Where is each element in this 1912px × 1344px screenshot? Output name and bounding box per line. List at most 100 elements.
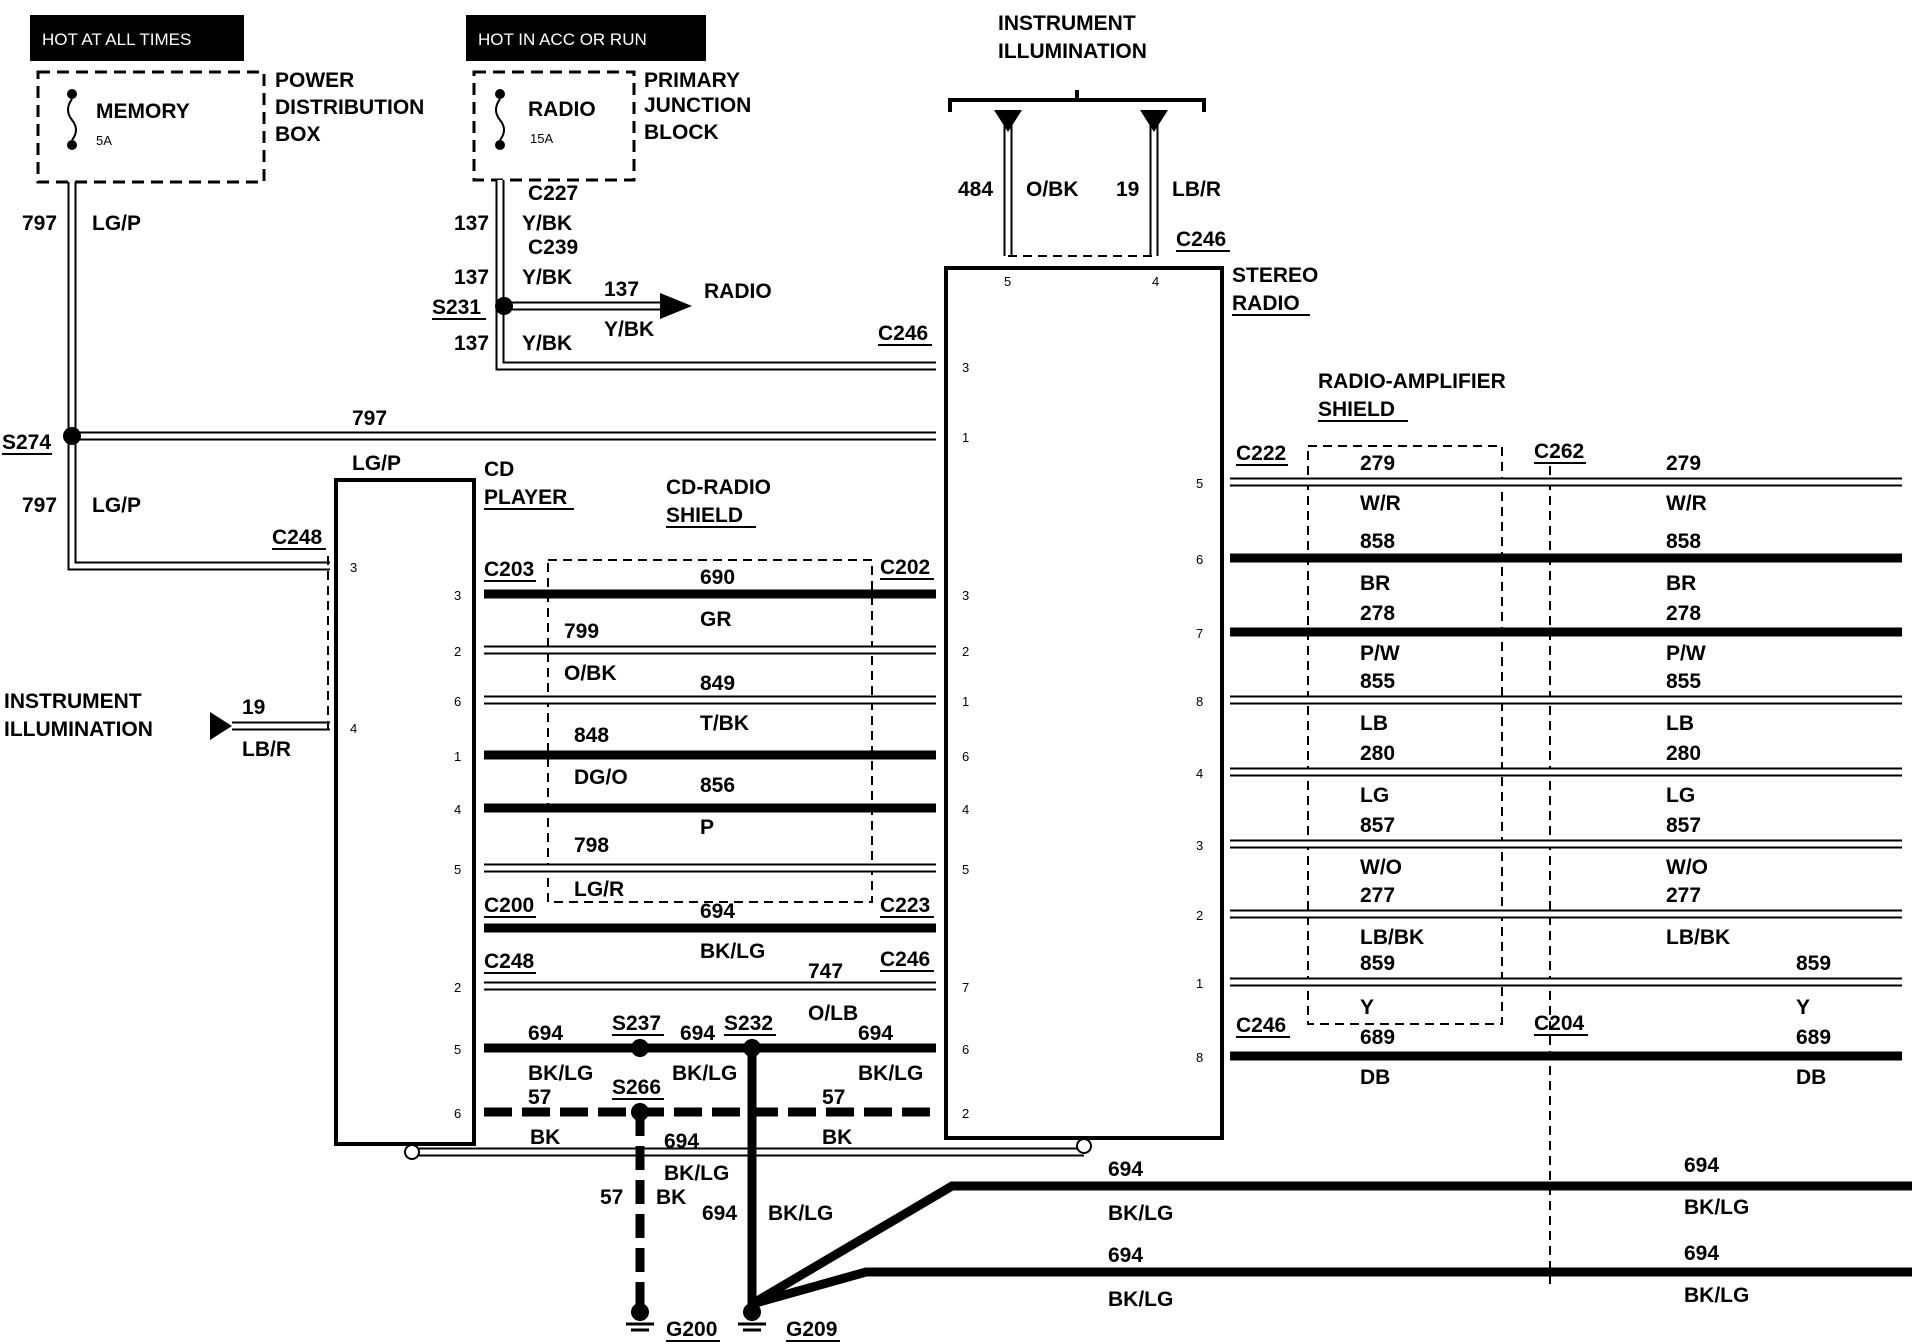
color-bklg-label: BK/LG	[1684, 1196, 1749, 1219]
circuit-57-label: 57	[822, 1086, 845, 1109]
pin-number: 6	[454, 694, 461, 709]
circuit-694-label: 694	[1684, 1242, 1719, 1265]
pin-number: 2	[962, 1106, 969, 1121]
splice-s237	[631, 1039, 649, 1057]
splice-s231	[495, 297, 513, 315]
pin-number: 2	[454, 980, 461, 995]
circuit-57-label: 57	[600, 1186, 623, 1209]
color-tbk-label: T/BK	[700, 712, 749, 735]
circuit-278-label: 278	[1360, 602, 1395, 625]
connector-c248-label: C248	[484, 950, 535, 973]
connector-c204-label: C204	[1534, 1012, 1585, 1035]
circuit-137-label: 137	[454, 266, 489, 289]
cd-player-label-2: PLAYER	[484, 486, 567, 509]
circuit-855-label: 855	[1360, 670, 1395, 693]
splice-s274-label: S274	[2, 431, 51, 454]
color-obk-label: O/BK	[1026, 178, 1079, 201]
stereo-radio-label-1: STEREO	[1232, 264, 1318, 287]
color-lg-label: LG	[1360, 784, 1389, 807]
fuse-terminal	[495, 89, 505, 99]
color-ybk-label: Y/BK	[522, 332, 572, 355]
fuse-terminal	[495, 140, 505, 150]
pin-number: 3	[962, 588, 969, 603]
connector-c222-label: C222	[1236, 442, 1286, 465]
splice-s232-label: S232	[724, 1012, 773, 1035]
color-lgp-label: LG/P	[352, 452, 401, 475]
pin-number: 3	[962, 360, 969, 375]
circuit-484-label: 484	[958, 178, 993, 201]
pin-number: 4	[962, 802, 969, 817]
color-wo-label: W/O	[1666, 856, 1708, 879]
cd-radio-wires	[484, 589, 936, 1117]
circuit-848-label: 848	[574, 724, 609, 747]
ground-drops	[635, 1048, 1912, 1309]
radio-fuse-rating: 15A	[530, 131, 553, 146]
memory-fuse-icon	[67, 98, 77, 141]
pin-number: 3	[1196, 838, 1203, 853]
circuit-799-label: 799	[564, 620, 599, 643]
color-bk-label: BK	[530, 1126, 560, 1149]
color-db-label: DB	[1360, 1066, 1390, 1089]
color-y-label: Y	[1796, 996, 1810, 1019]
circuit-57-label: 57	[528, 1086, 551, 1109]
color-lg-label: LG	[1666, 784, 1695, 807]
color-lbr-label: LB/R	[1172, 178, 1221, 201]
color-wr-label: W/R	[1360, 492, 1401, 515]
memory-fuse-rating: 5A	[96, 133, 112, 148]
instrument-illumination-label: ILLUMINATION	[998, 40, 1147, 63]
circuit-857-label: 857	[1360, 814, 1395, 837]
pjb-label-2: JUNCTION	[644, 94, 751, 117]
illumination-brace	[948, 90, 1206, 112]
color-obk-label: O/BK	[564, 662, 617, 685]
fuse-terminal	[67, 140, 77, 150]
pin-number: 1	[1196, 976, 1203, 991]
circuit-694-label: 694	[1108, 1244, 1143, 1267]
radio-arrow-label: RADIO	[704, 280, 772, 303]
color-olb-label: O/LB	[808, 1002, 858, 1025]
splice-s274	[63, 427, 81, 445]
color-db-label: DB	[1796, 1066, 1826, 1089]
pin-number: 6	[962, 1042, 969, 1057]
pin-number: 3	[350, 560, 357, 575]
ground-eyelet	[1076, 1138, 1092, 1154]
connector-c202-label: C202	[880, 556, 930, 579]
color-lgp-label: LG/P	[92, 212, 141, 235]
radio-amplifier-shield	[1307, 445, 1503, 1025]
instrument-illumination-label: INSTRUMENT	[998, 12, 1136, 35]
stereo-radio-unit	[944, 266, 1224, 1140]
circuit-797-label: 797	[352, 407, 387, 430]
pin-number: 2	[1196, 908, 1203, 923]
color-lgr-label: LG/R	[574, 878, 624, 901]
pdb-label-2: DISTRIBUTION	[275, 96, 424, 119]
pin-number: 7	[1196, 626, 1203, 641]
pin-number: 5	[1196, 476, 1203, 491]
ground-g209-label: G209	[786, 1318, 837, 1341]
color-ybk-label: Y/BK	[522, 212, 572, 235]
pjb-label-3: BLOCK	[644, 121, 719, 144]
pin-number: 6	[454, 1106, 461, 1121]
color-br-label: BR	[1666, 572, 1696, 595]
wire-137	[495, 180, 936, 371]
hot-in-acc-run-banner	[466, 15, 706, 61]
pin-number: 5	[1004, 274, 1011, 289]
circuit-855-label: 855	[1666, 670, 1701, 693]
cd-player-unit	[334, 478, 476, 1146]
color-bk-label: BK	[656, 1186, 686, 1209]
circuit-278-label: 278	[1666, 602, 1701, 625]
circuit-137-label: 137	[454, 212, 489, 235]
memory-fuse-label: MEMORY	[96, 100, 190, 123]
pin-number: 5	[454, 1042, 461, 1057]
circuit-797-label: 797	[22, 494, 57, 517]
pin-number: 4	[350, 721, 357, 736]
color-bklg-label: BK/LG	[528, 1062, 593, 1085]
circuit-797-label: 797	[22, 212, 57, 235]
color-bklg-label: BK/LG	[768, 1202, 833, 1225]
pin-number: 8	[1196, 694, 1203, 709]
amp-shield-label-2: SHIELD	[1318, 398, 1395, 421]
ground-icon	[738, 1303, 766, 1332]
color-bk-label: BK	[822, 1126, 852, 1149]
circuit-694-label: 694	[680, 1022, 715, 1045]
pin-number: 4	[1152, 274, 1159, 289]
pin-number: 1	[962, 694, 969, 709]
radio-fuse-icon	[495, 98, 505, 141]
